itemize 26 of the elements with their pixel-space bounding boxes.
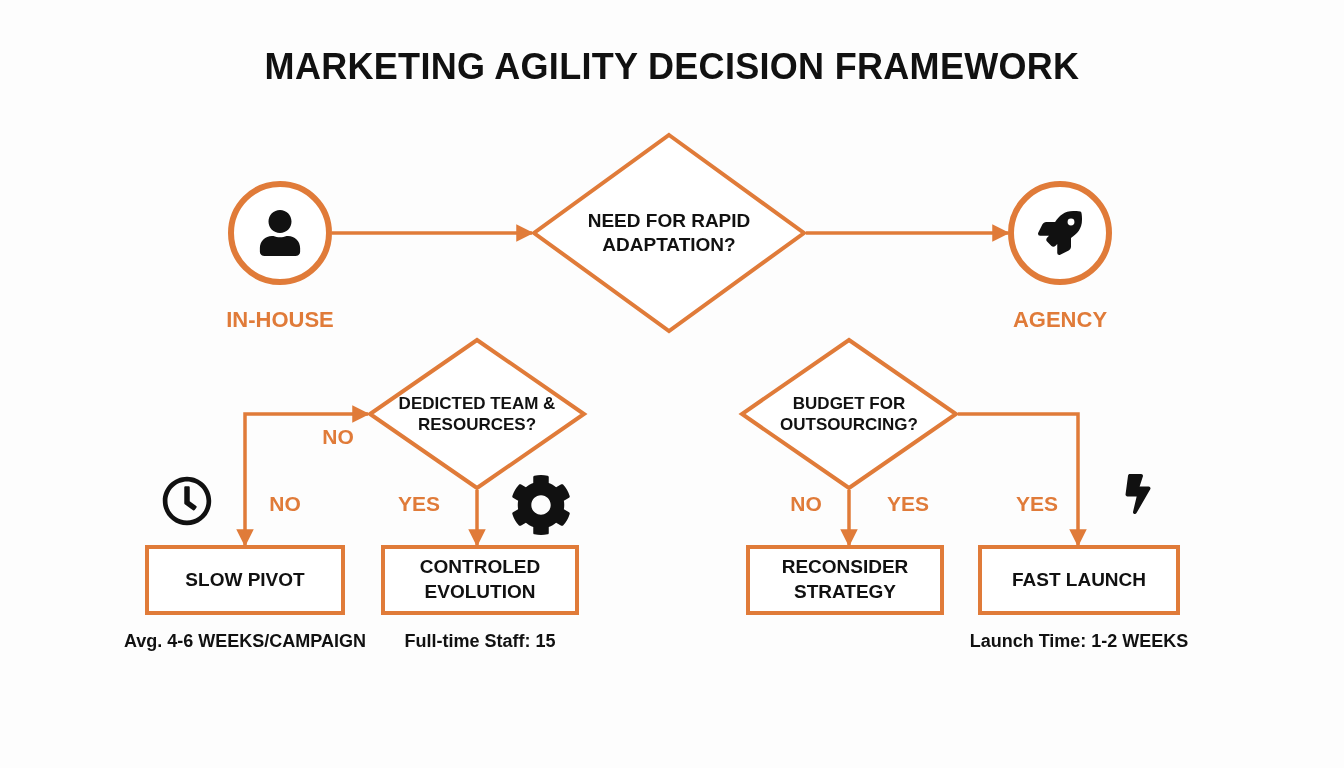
decision-text: BUDGET FOR OUTSOURCING?	[779, 392, 919, 436]
flow-arrow	[958, 412, 1087, 547]
flow-arrow	[332, 224, 534, 242]
metric-note: Full-time Staff: 15	[404, 631, 556, 652]
decision-text: DEDICTED TEAM & RESOURCES?	[397, 392, 557, 436]
outcome-box	[978, 545, 1180, 615]
outcome-text: FAST LAUNCH	[1011, 567, 1147, 592]
decision-diamond	[740, 338, 958, 490]
outcome-text: CONTROLED EVOLUTION	[418, 555, 542, 604]
outcome-text: SLOW PIVOT	[185, 567, 305, 592]
outcome-box	[746, 545, 944, 615]
flow-arrow	[468, 490, 486, 547]
outcome-box	[381, 545, 579, 615]
decision-diamond	[532, 133, 806, 333]
role-label: AGENCY	[1012, 307, 1108, 333]
flow-arrow	[840, 490, 858, 547]
decision-text: NEED FOR RAPID ADAPTATION?	[586, 209, 752, 257]
decision-diamond	[368, 338, 586, 490]
metric-note: Launch Time: 1-2 WEEKS	[969, 631, 1189, 652]
flow-arrow	[806, 224, 1010, 242]
diagram-title: MARKETING AGILITY DECISION FRAMEWORK	[263, 46, 1081, 88]
flow-arrow	[236, 405, 370, 547]
outcome-box	[145, 545, 345, 615]
role-label: IN-HOUSE	[226, 307, 334, 333]
outcome-text: RECONSIDER STRATEGY	[780, 555, 910, 604]
metric-note: Avg. 4-6 WEEKS/CAMPAIGN	[124, 631, 366, 652]
